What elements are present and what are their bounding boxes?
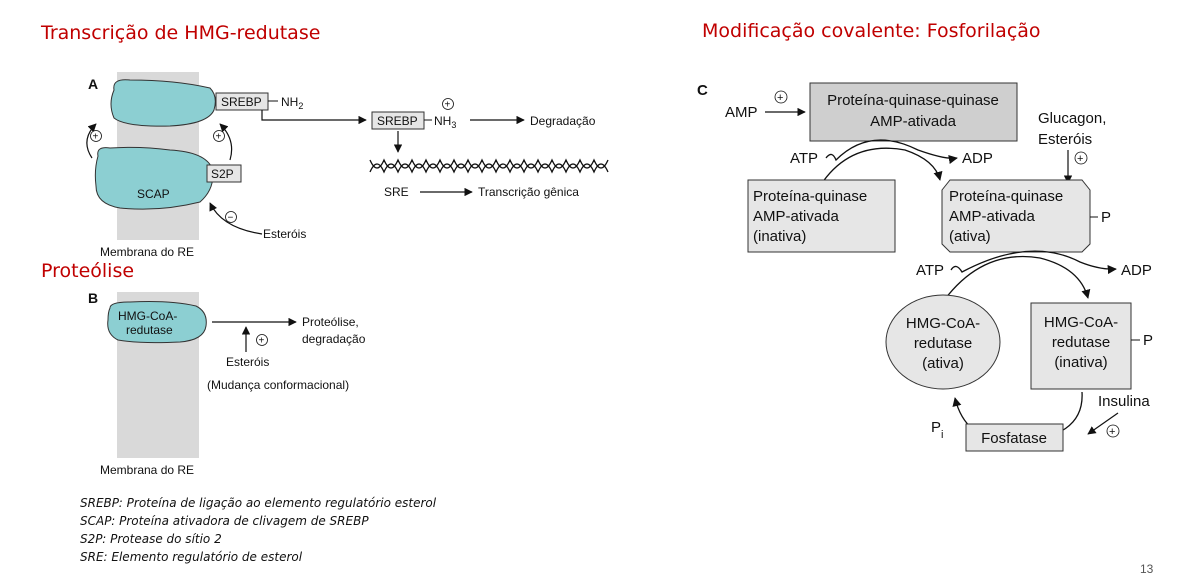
sre-label: SRE <box>384 185 409 199</box>
legend-item-scap: SCAP: Proteína ativadora de clivagem de … <box>80 514 369 528</box>
hmg-active-line3: (ativa) <box>922 355 964 372</box>
p1-label: P <box>1101 209 1111 226</box>
kinase-active-line1: Proteína-quinase <box>949 188 1063 205</box>
nh3-label: NH3 <box>434 114 456 130</box>
page-number: 13 <box>1140 562 1154 576</box>
hmg-active-line1: HMG-CoA- <box>906 315 980 332</box>
kinase-active-line3: (ativa) <box>949 228 991 245</box>
kinase-kinase-line1: Proteína-quinase-quinase <box>827 92 999 109</box>
s2p-box <box>206 164 242 183</box>
minus-a: − <box>228 213 234 224</box>
panel-b: B HMG-CoA- redutase Proteólise, degradaç… <box>88 290 366 477</box>
hmg-inactive-box <box>1030 302 1132 390</box>
p2-label: P <box>1143 332 1153 349</box>
adp1-label: ADP <box>962 150 993 167</box>
kinase-inactive-line3: (inativa) <box>753 228 806 245</box>
glucagon-label: Glucagon, <box>1038 110 1106 127</box>
result-b-line2: degradação <box>302 332 366 346</box>
amp-label: AMP <box>725 104 758 121</box>
title-proteolysis: Proteólise <box>41 260 135 282</box>
srebp-protein <box>110 79 216 127</box>
hmg-active-ellipse <box>885 294 1001 390</box>
hmg-inactive-line1: HMG-CoA- <box>1044 314 1118 331</box>
fosfatase-label: Fosfatase <box>981 430 1047 447</box>
legend-item-s2p: S2P: Protease do sítio 2 <box>80 532 222 546</box>
s2p-label: S2P <box>211 167 234 181</box>
legend-item-srebp: SREBP: Proteína de ligação ao elemento r… <box>80 496 437 510</box>
hmg-coa-reductase-b <box>107 301 207 344</box>
kinase-kinase-line2: AMP-ativada <box>870 113 957 130</box>
nh2-label: NH2 <box>281 95 303 111</box>
enzyme-b-line2: redutase <box>126 323 173 337</box>
plus-amp: + <box>777 92 783 104</box>
plus-a-right: + <box>216 132 222 143</box>
panel-a-letter: A <box>88 76 98 92</box>
atp1-label: ATP <box>790 150 818 167</box>
pi-label: Pi <box>931 419 943 441</box>
hmg-inactive-line3: (inativa) <box>1054 354 1107 371</box>
sterols-b-label: Esteróis <box>226 355 269 369</box>
kinase-inactive-line2: AMP-ativada <box>753 208 840 225</box>
legend-item-sre: SRE: Elemento regulatório de esterol <box>80 550 303 564</box>
kinase-kinase-box <box>809 82 1018 142</box>
plus-nh3: + <box>445 100 451 111</box>
hmg-inactive-line2: redutase <box>1052 334 1110 351</box>
sterols-a-label: Esteróis <box>263 227 306 241</box>
kinase-inactive-box <box>747 179 896 253</box>
plus-a-left: + <box>93 132 99 143</box>
kinase-active-box <box>941 179 1091 253</box>
esterois-c-label: Esteróis <box>1038 131 1092 148</box>
title-transcription: Transcrição de HMG-redutase <box>41 22 321 44</box>
scap-protein <box>94 146 214 210</box>
atp2-label: ATP <box>916 262 944 279</box>
title-covalent-modification: Modificação covalente: Fosforilação <box>702 20 1041 42</box>
plus-insulina: + <box>1109 426 1115 438</box>
membrane-b-label: Membrana do RE <box>100 463 194 477</box>
enzyme-b-line1: HMG-CoA- <box>118 309 177 323</box>
fosfatase-box <box>965 423 1064 452</box>
panel-a: A SCAP SREBP NH2 S2P + + − Esteróis Memb… <box>86 72 609 259</box>
dna-helix <box>369 158 609 174</box>
result-b-line1: Proteólise, <box>302 315 359 329</box>
panel-c: C AMP + Proteína-quinase-quinase AMP-ati… <box>697 82 1153 452</box>
panel-c-letter: C <box>697 82 708 99</box>
panel-b-letter: B <box>88 290 98 306</box>
membrane-a-label: Membrana do RE <box>100 245 194 259</box>
insulina-label: Insulina <box>1098 393 1150 410</box>
kinase-active-line2: AMP-ativada <box>949 208 1036 225</box>
plus-b: + <box>259 336 265 347</box>
kinase-inactive-line1: Proteína-quinase <box>753 188 867 205</box>
scap-label: SCAP <box>137 187 170 201</box>
srebp-released-label: SREBP <box>377 114 418 128</box>
srebp-label: SREBP <box>221 95 262 109</box>
abbreviation-legend: SREBP: Proteína de ligação ao elemento r… <box>80 494 436 566</box>
adp2-label: ADP <box>1121 262 1152 279</box>
transcription-label: Transcrição gênica <box>478 185 579 199</box>
degradation-label: Degradação <box>530 114 596 128</box>
hmg-active-line2: redutase <box>914 335 972 352</box>
note-b: (Mudança conformacional) <box>207 378 349 392</box>
plus-glucagon: + <box>1077 153 1083 165</box>
